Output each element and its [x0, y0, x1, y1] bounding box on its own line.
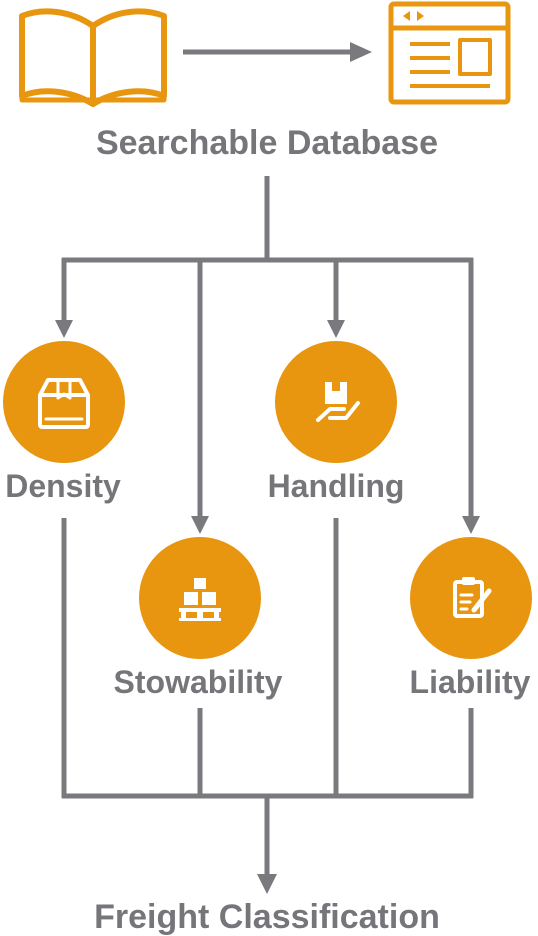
- node-stowability: Stowability: [114, 537, 283, 700]
- collection-connectors: [61, 518, 474, 894]
- handling-label: Handling: [268, 468, 405, 504]
- result-label: Freight Classification: [94, 898, 440, 936]
- stowability-label: Stowability: [114, 664, 283, 700]
- source-label: Searchable Database: [96, 124, 438, 162]
- stacked-boxes-pallet-icon: [179, 578, 221, 621]
- package-box-icon: [38, 378, 90, 429]
- distribution-connectors: [55, 176, 480, 534]
- node-liability: Liability: [410, 537, 532, 700]
- density-label: Density: [5, 468, 121, 504]
- node-density: Density: [3, 341, 125, 504]
- open-book-icon: [19, 8, 167, 107]
- liability-label: Liability: [410, 664, 531, 700]
- browser-window-icon: [388, 1, 511, 105]
- process-arrow: [183, 42, 372, 62]
- node-handling: Handling: [268, 341, 405, 504]
- clipboard-pen-icon: [453, 577, 492, 618]
- hand-holding-box-icon: [316, 382, 360, 422]
